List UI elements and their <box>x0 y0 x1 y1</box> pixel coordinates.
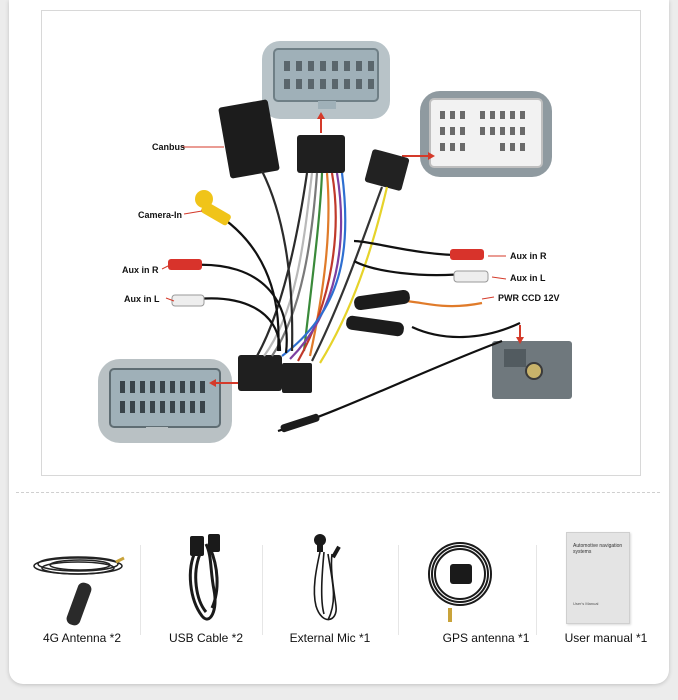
usb-cable-icon <box>188 534 220 621</box>
aux-l-right-plug <box>453 270 489 283</box>
camera-in-plug <box>195 190 231 226</box>
accessory-label: USB Cable *2 <box>168 631 244 645</box>
bottom-right-connector <box>492 341 572 399</box>
right-connector <box>420 91 552 177</box>
microphone-icon <box>313 534 341 621</box>
manual-icon: Automotive navigation systems User's Man… <box>566 532 630 624</box>
manual-subtitle: User's Manual <box>573 601 599 606</box>
accessory-external-mic <box>298 530 358 650</box>
aux-in-l-left-label: Aux in L <box>124 294 160 304</box>
separator <box>262 545 263 635</box>
accessory-label: 4G Antenna *2 <box>42 631 122 645</box>
manual-title: Automotive navigation systems <box>573 543 623 555</box>
aux-r-left-plug <box>168 259 202 270</box>
aux-in-l-right-label: Aux in L <box>510 273 546 283</box>
gps-antenna-icon <box>428 542 492 622</box>
pwr-ccd-label: PWR CCD 12V <box>498 293 560 303</box>
accessory-label: External Mic *1 <box>289 631 371 645</box>
aux-in-r-right-label: Aux in R <box>510 251 547 261</box>
camera-in-label: Camera-In <box>138 210 183 220</box>
separator <box>140 545 141 635</box>
accessory-4g-antenna <box>28 530 128 650</box>
top-connector <box>262 41 390 119</box>
separator <box>536 545 537 635</box>
accessory-usb-cable <box>176 530 236 650</box>
antenna-icon <box>33 556 125 626</box>
harness-illustration <box>98 41 572 443</box>
aux-r-right-plug <box>450 249 484 260</box>
accessory-user-manual: Automotive navigation systems User's Man… <box>566 532 630 652</box>
separator <box>398 545 399 635</box>
bottom-left-connector <box>98 359 232 443</box>
canbus-label: Canbus <box>152 142 186 152</box>
accessory-label: GPS antenna *1 <box>442 631 530 645</box>
section-divider <box>16 492 660 493</box>
accessory-label: User manual *1 <box>564 631 648 645</box>
accessory-gps-antenna <box>426 530 496 650</box>
aux-in-r-left-label: Aux in R <box>122 265 159 275</box>
aux-l-left-plug <box>171 294 205 307</box>
canbus-box <box>218 99 280 179</box>
wiring-harness-photo: Canbus Camera-In Aux in R Aux in L Aux i… <box>41 10 641 476</box>
